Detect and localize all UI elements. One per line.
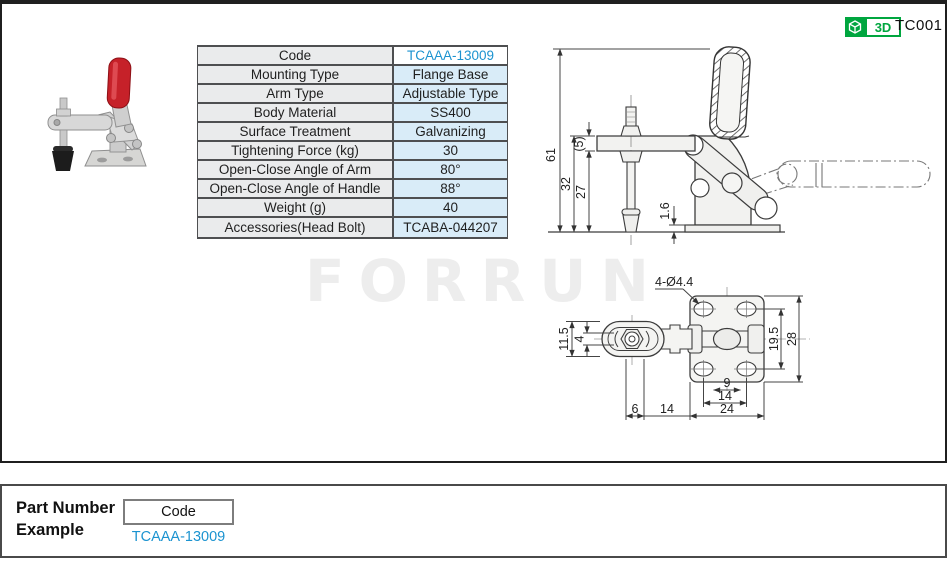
spec-value: SS400	[392, 104, 507, 121]
watermark: FORRUN	[305, 247, 663, 315]
hex-nut-upper	[620, 125, 642, 137]
spec-value-code[interactable]: TCAAA-13009	[392, 47, 507, 64]
handle-grip	[709, 46, 751, 140]
spec-row-accessories: Accessories(Head Bolt) TCABA-044207	[198, 218, 507, 237]
page-code: TC001	[895, 17, 943, 34]
clamp-arm	[596, 135, 696, 152]
part-number-example-title: Part Number Example	[16, 497, 115, 541]
spec-row-surface-treatment: Surface Treatment Galvanizing	[198, 123, 507, 142]
spec-row-code: Code TCAAA-13009	[198, 47, 507, 66]
spec-label: Surface Treatment	[198, 123, 392, 140]
dim-14-offset: 14	[660, 402, 674, 416]
top-view-drawing: 4-Ø4.4	[557, 275, 810, 420]
spec-value: 88°	[392, 180, 507, 197]
hex-nut-lower	[619, 150, 643, 163]
spec-value: 80°	[392, 161, 507, 178]
spec-label: Code	[198, 47, 392, 64]
red-grip	[106, 57, 132, 109]
dim-6: 6	[632, 402, 639, 416]
spec-label: Arm Type	[198, 85, 392, 102]
mounting-holes	[691, 300, 759, 378]
spec-row-body-material: Body Material SS400	[198, 104, 507, 123]
rubber-tip	[52, 151, 74, 171]
spec-value: 30	[392, 142, 507, 159]
spec-label: Mounting Type	[198, 66, 392, 83]
spec-row-tightening-force: Tightening Force (kg) 30	[198, 142, 507, 161]
spec-table: Code TCAAA-13009 Mounting Type Flange Ba…	[197, 45, 508, 239]
product-photo	[47, 57, 147, 171]
base-plate	[684, 224, 781, 233]
dim-arm-thickness: (5)	[572, 136, 586, 151]
spec-value: 40	[392, 199, 507, 216]
dim-11-5: 11.5	[557, 327, 571, 350]
center-boss	[712, 327, 742, 351]
tip-body	[622, 214, 640, 233]
spec-row-angle-arm: Open-Close Angle of Arm 80°	[198, 161, 507, 180]
code-example-value[interactable]: TCAAA-13009	[131, 529, 226, 545]
dim-24: 24	[720, 402, 734, 416]
dim-19-5: 19.5	[767, 327, 781, 351]
spec-label: Open-Close Angle of Handle	[198, 180, 392, 197]
dim-28: 28	[785, 332, 799, 346]
spec-value: Galvanizing	[392, 123, 507, 140]
dim-14-holes: 14	[718, 389, 732, 403]
part-number-title-line2: Example	[16, 521, 84, 539]
spec-value: TCABA-044207	[392, 218, 507, 237]
code-box: Code	[123, 499, 234, 525]
spec-value: Flange Base	[392, 66, 507, 83]
dim-total-height: 61	[545, 148, 558, 162]
spec-label: Weight (g)	[198, 199, 392, 216]
dim-9: 9	[724, 376, 731, 390]
spec-row-angle-handle: Open-Close Angle of Handle 88°	[198, 180, 507, 199]
dim-4: 4	[573, 335, 587, 342]
spec-label: Tightening Force (kg)	[198, 142, 392, 159]
spec-label: Open-Close Angle of Arm	[198, 161, 392, 178]
spec-row-arm-type: Arm Type Adjustable Type	[198, 85, 507, 104]
dim-base-thickness: 1.6	[658, 202, 672, 219]
spec-value: Adjustable Type	[392, 85, 507, 102]
dim-hole-callout: 4-Ø4.4	[655, 275, 693, 289]
badge-3d-label: 3D	[865, 17, 901, 37]
spec-label: Body Material	[198, 104, 392, 121]
part-number-example-box: Part Number Example Code TCAAA-13009	[0, 484, 947, 558]
main-content-frame: FORRUN Code TCAAA	[0, 0, 947, 463]
tip-cap	[621, 208, 641, 216]
cube-3d-icon	[845, 17, 865, 37]
part-number-title-line1: Part Number	[16, 499, 116, 517]
dim-27: 27	[574, 185, 588, 199]
dim-32: 32	[559, 177, 573, 191]
side-view-drawing: 61 (5) 32 27 1.6	[545, 46, 931, 245]
view-3d-button[interactable]: 3D	[845, 17, 901, 37]
spec-row-mounting: Mounting Type Flange Base	[198, 66, 507, 85]
spec-label: Accessories(Head Bolt)	[198, 218, 392, 237]
spec-row-weight: Weight (g) 40	[198, 199, 507, 218]
arm-neck	[656, 324, 693, 354]
